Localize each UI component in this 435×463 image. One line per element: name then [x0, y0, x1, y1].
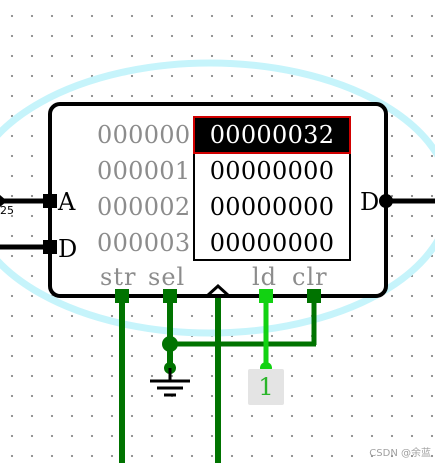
sel-label: sel	[148, 263, 186, 291]
memory-value[interactable]: 00000000	[209, 157, 335, 185]
data-in-port[interactable]	[43, 240, 57, 254]
ld-label: ld	[252, 263, 278, 291]
data-in-pin-label: D	[58, 235, 78, 263]
address-pin-label: A	[58, 188, 76, 216]
constant-one[interactable]: 1	[248, 369, 284, 405]
selection-halo	[0, 59, 435, 337]
data-out-pin-label: D	[360, 188, 380, 216]
sel-port[interactable]	[163, 289, 177, 303]
wire-width-label: 25	[0, 204, 14, 217]
data-out-port[interactable]	[379, 194, 393, 208]
clock-triangle-icon[interactable]	[205, 283, 231, 298]
ld-port[interactable]	[259, 289, 273, 303]
wire-junction	[162, 336, 178, 352]
address-label: 000003	[97, 229, 191, 257]
address-label: 000002	[97, 193, 191, 221]
address-label: 000001	[97, 157, 191, 185]
memory-value[interactable]: 00000000	[209, 193, 335, 221]
wire-arrow-marker	[0, 195, 7, 207]
clr-port[interactable]	[307, 289, 321, 303]
clr-label: clr	[292, 263, 328, 291]
str-label: str	[100, 263, 137, 291]
memory-value[interactable]: 00000000	[209, 229, 335, 257]
address-label: 000000	[97, 121, 191, 149]
str-port[interactable]	[115, 289, 129, 303]
selected-memory-cell[interactable]	[193, 116, 351, 154]
ground-icon[interactable]	[150, 362, 190, 397]
address-port[interactable]	[43, 194, 57, 208]
watermark: CSDN @余蓝	[369, 448, 431, 459]
memory-value[interactable]: 00000032	[209, 121, 335, 149]
